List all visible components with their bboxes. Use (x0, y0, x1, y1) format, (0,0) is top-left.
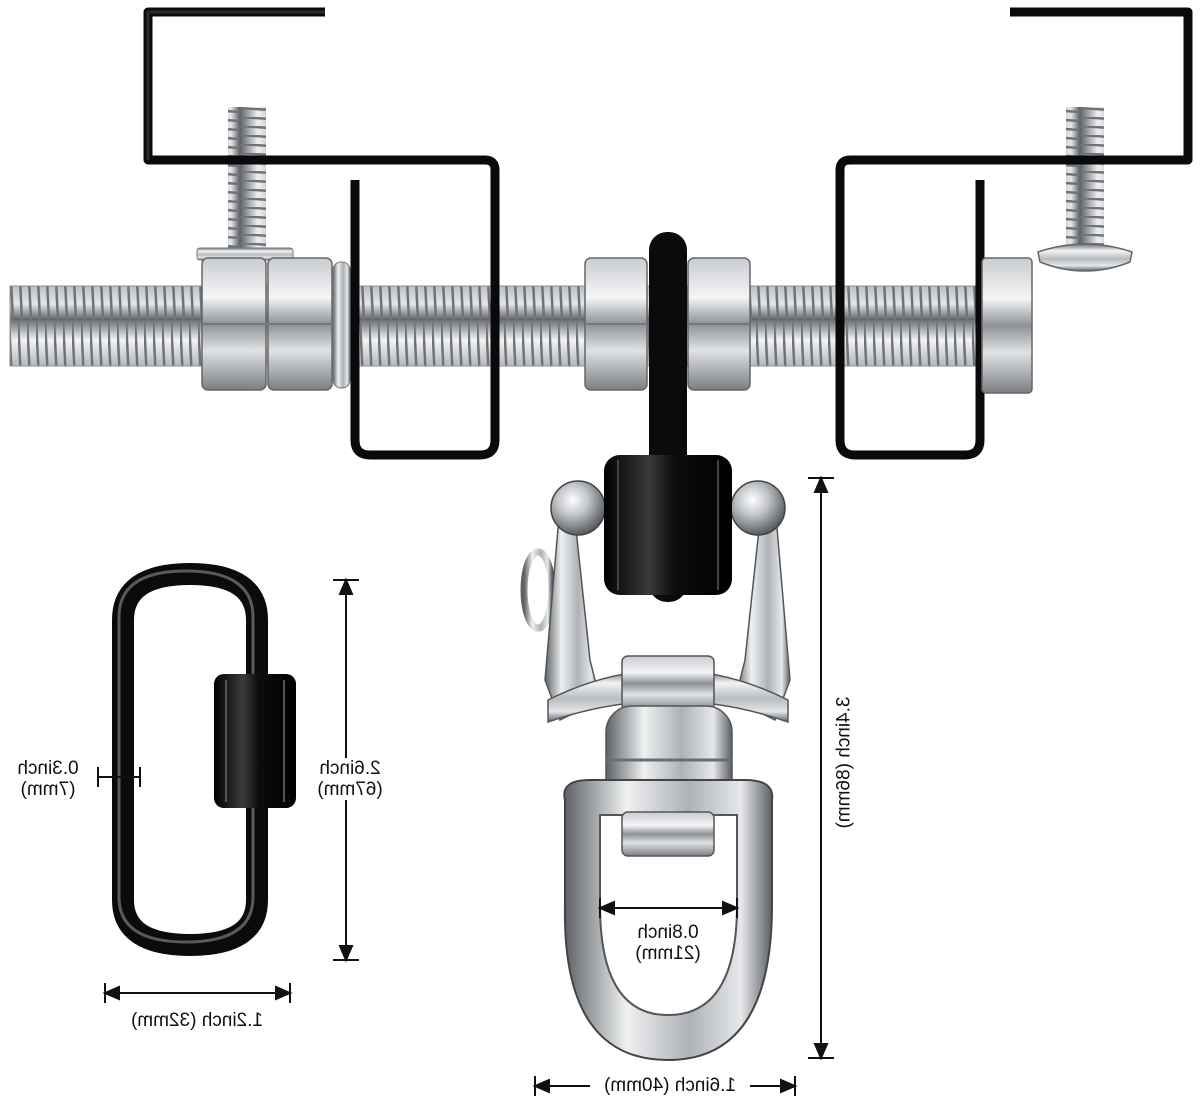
swivel-width-metric: (40mm) (604, 1075, 670, 1096)
link-width-metric: (32mm) (131, 1010, 197, 1031)
center-nuts-icon (584, 257, 751, 391)
swivel-width-label: 1.6inch (40mm) (592, 1075, 748, 1096)
swivel-width-value: 1.6inch (674, 1075, 737, 1096)
swivel-height-label: 3.4inch (86mm) (833, 662, 855, 863)
threaded-rod-icon (9, 285, 1033, 367)
right-bolt-icon (1037, 107, 1133, 272)
link-height-value: 2.6inch (319, 758, 381, 779)
eye-inner-metric: (21mm) (635, 943, 701, 964)
left-nuts-icon (201, 257, 351, 391)
link-height-label: 2.6inch (67mm) (300, 758, 400, 800)
link-width-label: 1.2inch (32mm) (108, 1010, 286, 1031)
eye-inner-label: 0.8inch (21mm) (616, 922, 720, 964)
link-width-value: 1.2inch (201, 1010, 264, 1031)
beam-clamp-icon (9, 7, 1193, 602)
quick-link-icon (112, 562, 296, 957)
gate-width-label: 0.3inch (7mm) (2, 758, 94, 800)
right-nut-icon (981, 257, 1033, 394)
eye-inner-value: 0.8inch (637, 922, 699, 943)
left-clamp-icon (143, 7, 500, 460)
right-clamp-icon (835, 7, 1193, 460)
swivel-height-metric: (86mm) (833, 763, 855, 829)
gate-width-metric: (7mm) (20, 779, 76, 800)
gate-width-value: 0.3inch (17, 758, 79, 779)
link-height-metric: (67mm) (317, 779, 383, 800)
swivel-hook-icon (520, 455, 791, 1062)
left-bolt-icon (196, 107, 294, 261)
swivel-height-value: 3.4inch (833, 696, 855, 758)
